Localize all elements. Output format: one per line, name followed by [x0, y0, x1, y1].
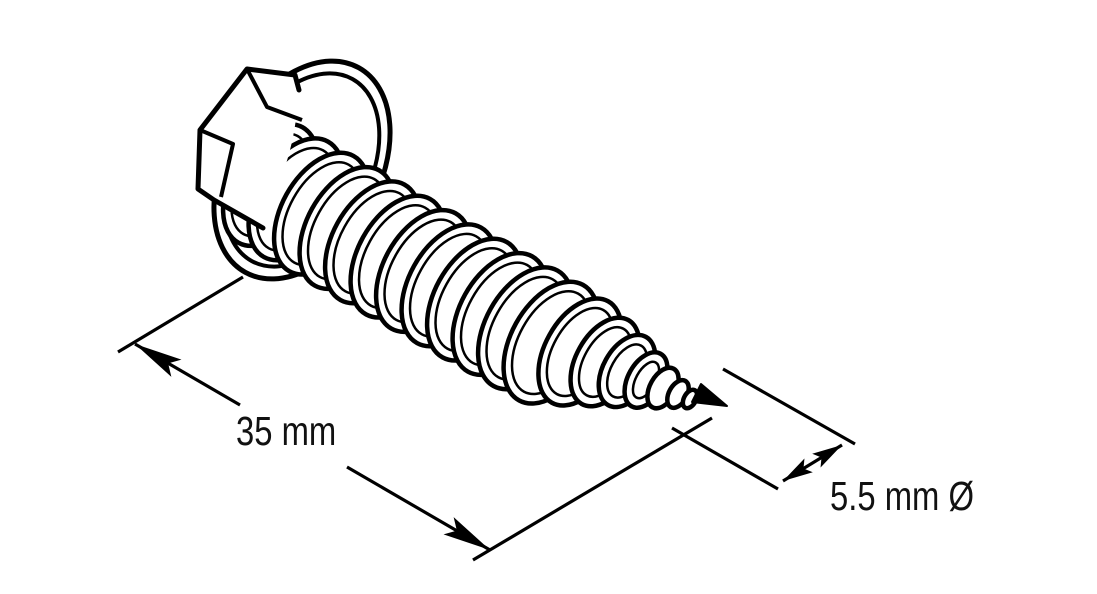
screw-tip-point: [691, 383, 728, 407]
hex-top-face-edge: [245, 68, 303, 122]
diameter-dimension-text: 5.5 mm Ø: [830, 473, 974, 519]
length-extension-line-tip-end: [472, 416, 713, 562]
length-extension-line-head-end: [117, 275, 244, 354]
length-dimension-label: 35 mm: [236, 408, 361, 454]
screw-thread: [220, 121, 728, 411]
length-arrowhead-lower: [443, 517, 490, 550]
dimension-annotations: [117, 275, 856, 562]
diameter-arrowhead-lower: [783, 458, 813, 481]
diameter-extension-line-lower: [671, 426, 779, 491]
hex-head: [195, 66, 303, 231]
diameter-arrowhead-upper: [812, 445, 842, 468]
diameter-dimension-label: 5.5 mm Ø: [830, 473, 1010, 519]
diameter-extension-line-upper: [722, 367, 856, 446]
length-arrowhead-upper: [135, 344, 182, 377]
length-dimension-text: 35 mm: [236, 408, 337, 454]
hex-facet-edge-left: [199, 128, 235, 198]
